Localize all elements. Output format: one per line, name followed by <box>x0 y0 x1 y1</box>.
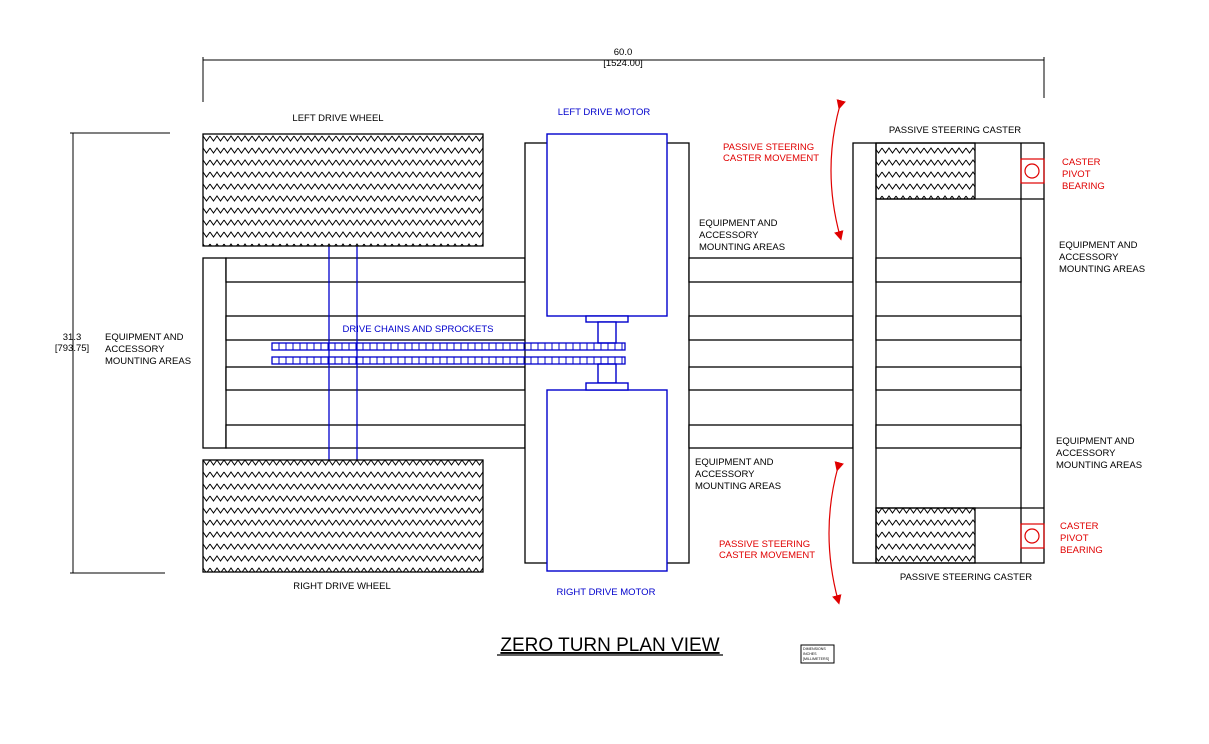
top-caster-wheel <box>875 142 976 200</box>
left-drive-wheel-label: LEFT DRIVE WHEEL <box>292 113 383 124</box>
top-caster-label: PASSIVE STEERING CASTER <box>889 125 1021 136</box>
bottom-caster-label: PASSIVE STEERING CASTER <box>900 572 1032 583</box>
left-drive-motor <box>546 133 668 317</box>
bottom-caster-wheel <box>875 507 976 564</box>
chain <box>271 356 626 365</box>
right-drive-wheel-label: RIGHT DRIVE WHEEL <box>293 581 390 592</box>
width-inches: 60.0 <box>614 47 633 58</box>
sprocket-shafts <box>585 315 629 391</box>
right-drive-motor-label: RIGHT DRIVE MOTOR <box>557 587 656 598</box>
drive-chains-label: DRIVE CHAINS AND SPROCKETS <box>343 324 494 335</box>
height-mm: [793.75] <box>55 343 89 354</box>
height-dimension: 31.3 [793.75] <box>55 132 170 574</box>
caster-movement-arrow-bottom <box>828 461 844 605</box>
height-inches: 31.3 <box>63 332 82 343</box>
right-drive-motor <box>546 389 668 572</box>
drive-chains <box>271 342 626 365</box>
axles <box>328 246 358 460</box>
caster-movement-arrow-top <box>830 99 846 241</box>
right-drive-wheel <box>202 459 484 573</box>
left-drive-wheel <box>202 133 484 247</box>
drawing-title: ZERO TURN PLAN VIEW <box>500 635 719 656</box>
top-pivot-bearing <box>1020 158 1045 184</box>
width-dimension: 60.0 [1524.00] <box>202 47 1045 102</box>
width-mm: [1524.00] <box>603 58 643 69</box>
chain <box>271 342 626 351</box>
bottom-pivot-bearing <box>1020 523 1045 549</box>
left-drive-motor-label: LEFT DRIVE MOTOR <box>558 107 651 118</box>
